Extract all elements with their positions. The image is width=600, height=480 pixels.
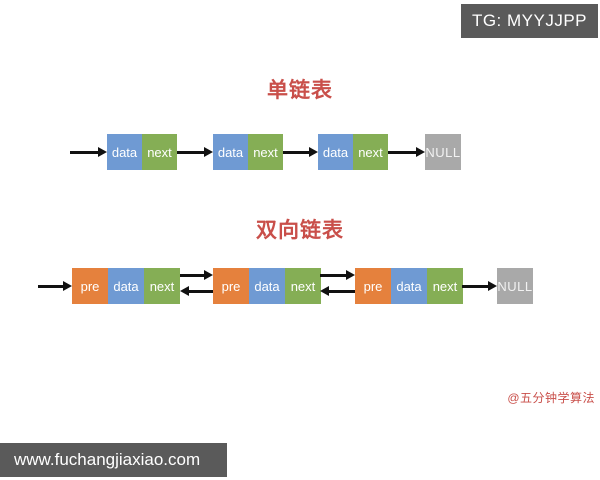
- doubly-list-title: 双向链表: [256, 219, 344, 242]
- node-cell-next: next: [285, 268, 321, 304]
- node-cell-pre: pre: [72, 268, 108, 304]
- list-node: pre data next: [72, 268, 180, 304]
- arrow-right-icon: [180, 269, 213, 281]
- node-cell-next: next: [353, 134, 388, 170]
- list-node: pre data next: [355, 268, 463, 304]
- list-node: data next: [213, 134, 283, 170]
- list-node: data next: [318, 134, 388, 170]
- arrow-right-icon: [38, 280, 72, 292]
- site-footer: www.fuchangjiaxiao.com: [0, 443, 227, 477]
- node-cell-data: data: [318, 134, 353, 170]
- tg-badge: TG: MYYJJPP: [461, 4, 598, 38]
- node-cell-next: next: [248, 134, 283, 170]
- node-cell-next: next: [427, 268, 463, 304]
- node-cell-data: data: [107, 134, 142, 170]
- arrow-right-icon: [177, 146, 213, 158]
- arrow-right-icon: [283, 146, 318, 158]
- node-cell-data: data: [213, 134, 248, 170]
- node-cell-pre: pre: [213, 268, 249, 304]
- tg-badge-text: TG: MYYJJPP: [471, 11, 588, 30]
- arrow-left-icon: [180, 285, 213, 297]
- list-node: data next: [107, 134, 177, 170]
- singly-list-title: 单链表: [267, 79, 333, 102]
- node-cell-pre: pre: [355, 268, 391, 304]
- arrow-right-icon: [462, 280, 497, 292]
- list-node: pre data next: [213, 268, 321, 304]
- node-cell-next: next: [142, 134, 177, 170]
- arrow-right-icon: [320, 269, 355, 281]
- node-cell-next: next: [144, 268, 180, 304]
- null-node: NULL: [425, 134, 461, 170]
- arrow-right-icon: [70, 146, 107, 158]
- arrow-right-icon: [388, 146, 425, 158]
- watermark: @五分钟学算法: [507, 391, 595, 405]
- arrow-left-icon: [320, 285, 355, 297]
- null-node: NULL: [497, 268, 533, 304]
- site-footer-url: www.fuchangjiaxiao.com: [14, 450, 201, 469]
- node-cell-data: data: [108, 268, 144, 304]
- node-cell-data: data: [249, 268, 285, 304]
- node-cell-data: data: [391, 268, 427, 304]
